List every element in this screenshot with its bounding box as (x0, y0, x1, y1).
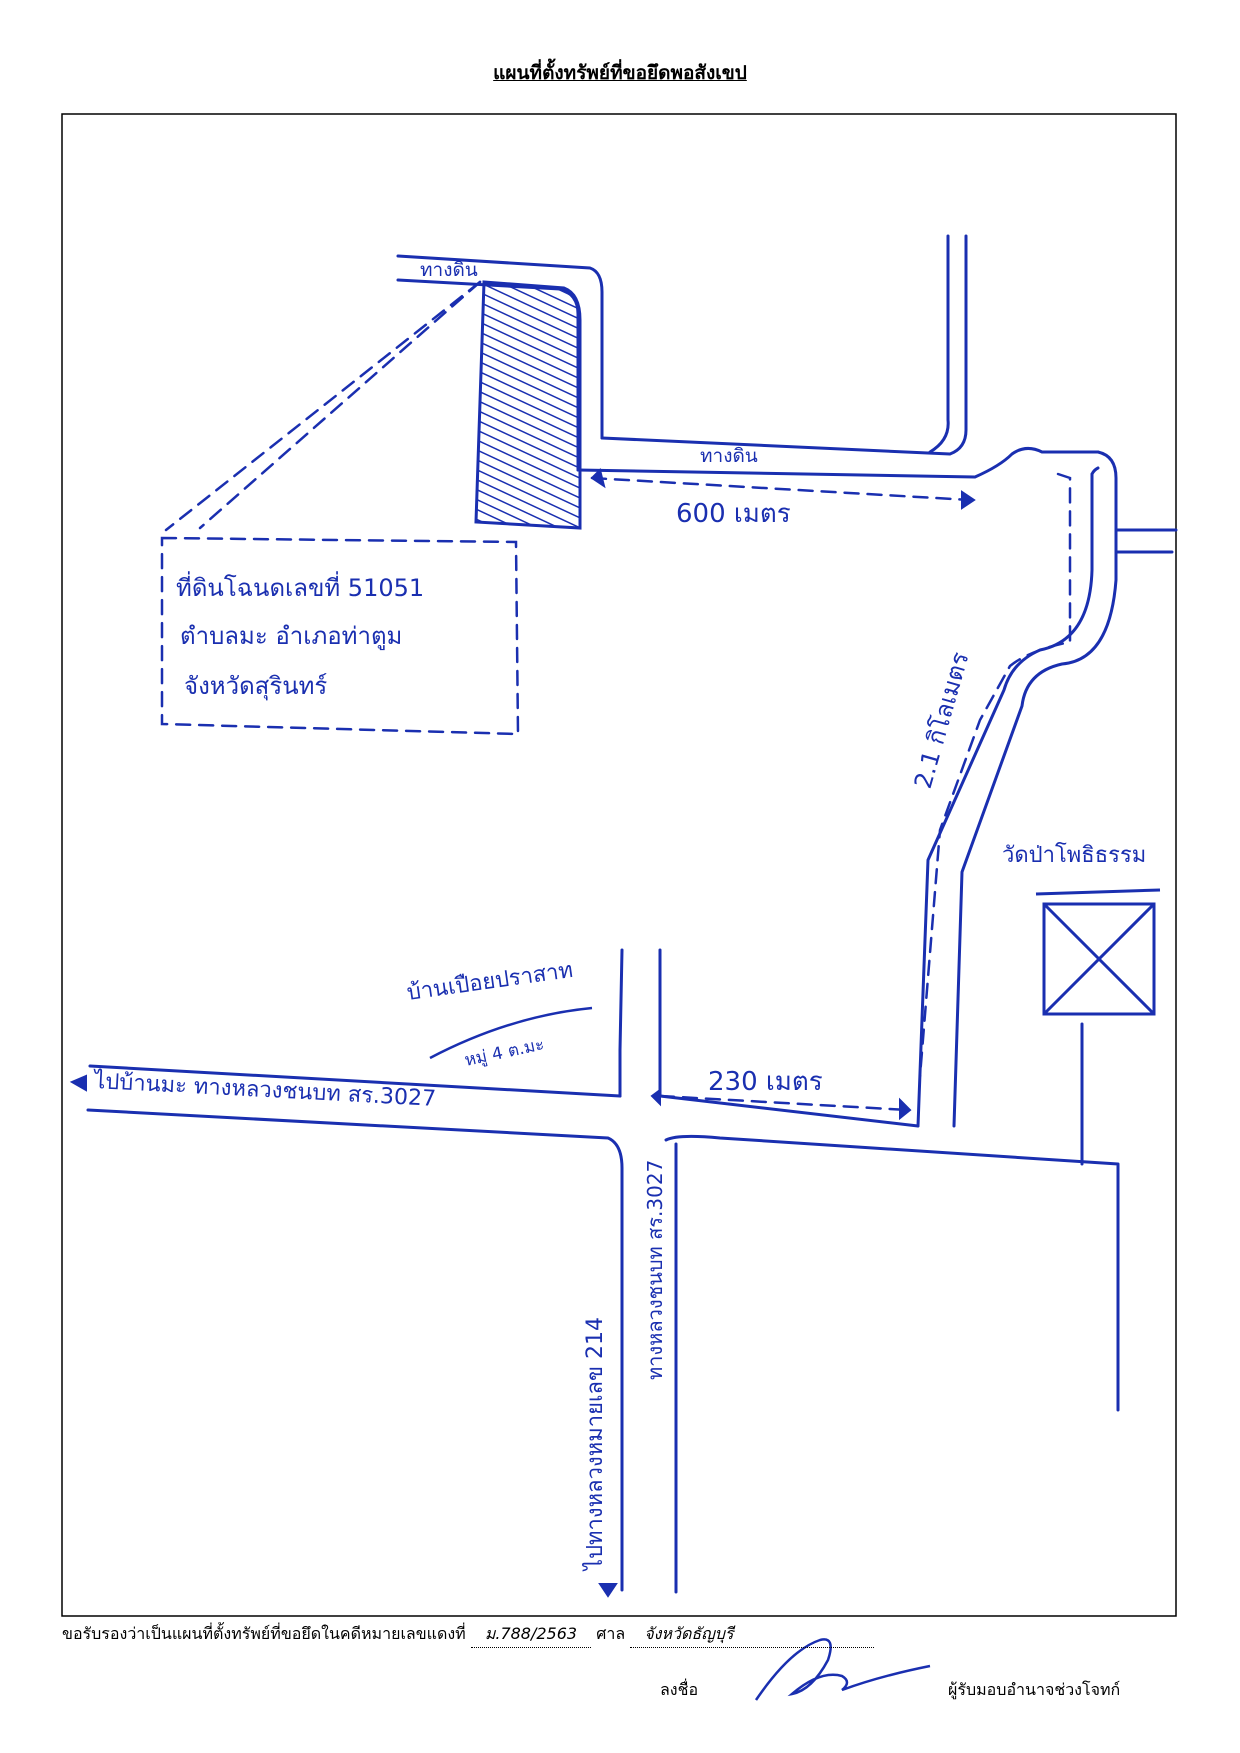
road-far-right (1114, 528, 1178, 554)
court-label: ศาล (596, 1624, 626, 1643)
highway-lower-right (664, 1134, 1120, 1412)
land-note-box (160, 536, 520, 736)
dirt-road-mid-upper (600, 234, 968, 456)
dirt-road-top-upper (396, 254, 604, 440)
arrow-230-left (650, 1088, 661, 1107)
highway-upper (88, 1064, 622, 1098)
arrow-600-left (590, 468, 606, 489)
label-road-hw214: ไปทางหลวงหมายเลข 214 (582, 1317, 608, 1572)
village-road-left (618, 948, 624, 1098)
highway-upper-right (658, 1094, 920, 1128)
leader-line-lower (198, 280, 482, 530)
road-top-right (928, 234, 950, 454)
label-land-note-2: ตำบลมะ อำเภอท่าตูม (180, 622, 402, 651)
signer-role: ผู้รับมอบอำนาจช่วงโจทก์ (948, 1680, 1121, 1699)
handwritten-signature (754, 1638, 931, 1701)
label-village-sub: หมู่ 4 ต.มะ (463, 1035, 546, 1071)
dim-2-1km (918, 472, 1072, 1078)
label-dist-600: 600 เมตร (676, 499, 791, 529)
village-marker (429, 1006, 593, 1060)
label-dirt-road-top: ทางดิน (420, 259, 478, 281)
label-land-note-1: ที่ดินโฉนดเลขที่ 51051 (176, 571, 424, 602)
subject-plot-hatched (474, 280, 582, 530)
label-dist-2-1km: 2.1 กิโลเมตร (909, 649, 975, 792)
certification-line: ขอรับรองว่าเป็นแผนที่ตั้งทรัพย์ที่ขอยึดใ… (62, 1622, 874, 1648)
certification-text: ขอรับรองว่าเป็นแผนที่ตั้งทรัพย์ที่ขอยึดใ… (62, 1624, 466, 1643)
road-right-outer (952, 450, 1118, 1128)
dirt-road-mid-lower (576, 447, 1100, 479)
label-village: บ้านเปือยปราสาท (405, 958, 574, 1006)
leader-line-upper (164, 280, 482, 532)
sign-label: ลงชื่อ (660, 1680, 699, 1699)
temple-icon (1035, 888, 1161, 1016)
label-dirt-road-mid: ทางดิน (700, 445, 758, 467)
label-land-note-3: จังหวัดสุรินทร์ (184, 672, 327, 701)
arrow-600-right (961, 490, 976, 510)
label-temple: วัดป่าโพธิธรรม (1002, 842, 1146, 868)
dim-600 (590, 476, 972, 502)
arrow-to-banma (69, 1074, 87, 1092)
arrow-to-hw214 (598, 1583, 618, 1598)
label-dist-230: 230 เมตร (708, 1067, 823, 1097)
page-title: แผนที่ตั้งทรัพย์ที่ขอยึดพอสังเขป (493, 62, 747, 84)
dim-230 (658, 1094, 910, 1112)
highway-lower (86, 1108, 624, 1592)
court-name: จังหวัดธัญบุรี (630, 1622, 874, 1648)
case-number: ม.788/2563 (470, 1622, 592, 1648)
label-road-sr3027: ทางหลวงชนบท สร.3027 (643, 1160, 667, 1380)
arrow-230-right (899, 1097, 912, 1121)
